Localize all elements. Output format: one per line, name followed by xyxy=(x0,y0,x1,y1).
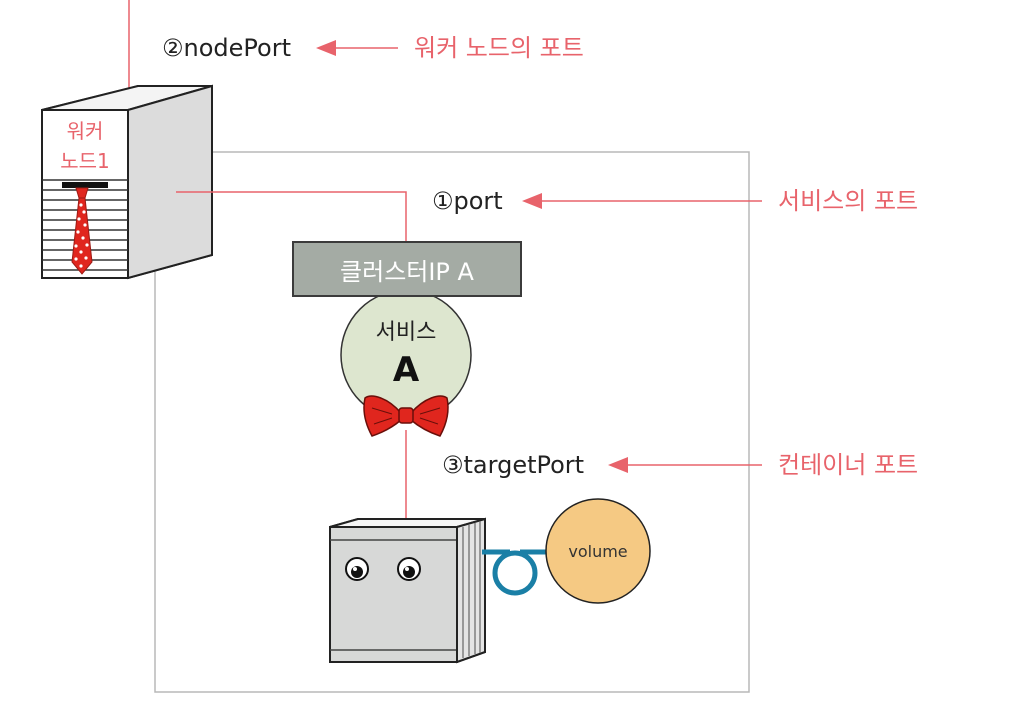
port-line xyxy=(176,191,407,241)
target-port-description: 컨테이너 포트 xyxy=(778,451,919,479)
target-port-label: ③targetPort xyxy=(442,451,585,479)
bow-tie-icon xyxy=(363,395,449,437)
service-label: 서비스 A xyxy=(341,318,471,392)
port-description: 서비스의 포트 xyxy=(778,187,919,215)
node-port-description: 워커 노드의 포트 xyxy=(414,34,584,62)
eyes-icon xyxy=(345,557,421,581)
worker-node-server xyxy=(41,84,213,280)
container-box xyxy=(329,517,486,664)
service-label-line1: 서비스 xyxy=(375,320,437,345)
port-label: ①port xyxy=(432,187,503,215)
port-arrow xyxy=(522,193,762,209)
worker-node-label: 워커 노드1 xyxy=(42,116,128,176)
volume-pipe-icon xyxy=(482,549,552,596)
volume-label: volume xyxy=(568,542,628,561)
target-port-arrow xyxy=(608,457,762,473)
necktie-icon xyxy=(71,187,93,275)
worker-node-label-line2: 노드1 xyxy=(60,149,110,173)
node-port-label: ②nodePort xyxy=(162,34,291,62)
volume-circle xyxy=(545,498,651,604)
cluster-boundary xyxy=(154,151,750,693)
cluster-ip-box: 클러스터IP A xyxy=(292,241,522,297)
service-label-line2: A xyxy=(392,350,420,390)
node-port-arrow xyxy=(316,40,398,56)
worker-node-label-line1: 워커 xyxy=(66,119,104,143)
